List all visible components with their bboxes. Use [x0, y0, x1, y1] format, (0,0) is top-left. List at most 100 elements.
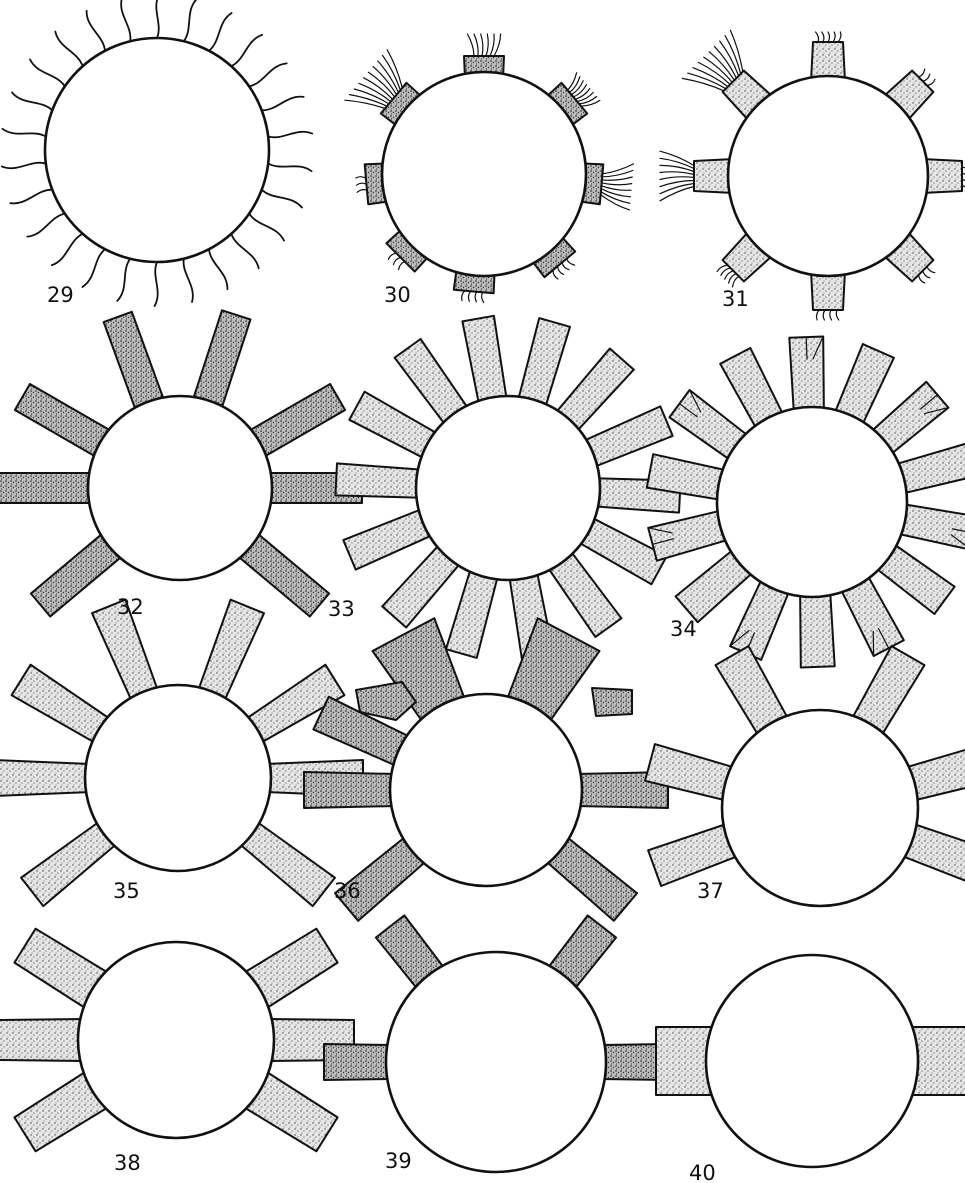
arm — [656, 1027, 712, 1095]
hair — [481, 34, 483, 56]
filament — [155, 262, 158, 306]
filament — [268, 164, 311, 172]
arm — [324, 1044, 392, 1080]
hair — [475, 292, 477, 302]
figure-label-30: 30 — [384, 283, 411, 307]
hair — [725, 36, 741, 74]
filament — [2, 129, 45, 137]
central-body — [416, 396, 600, 580]
hair — [394, 257, 401, 264]
hair — [660, 177, 694, 180]
arm — [335, 463, 422, 497]
central-body — [717, 407, 907, 597]
hair — [923, 271, 930, 278]
arm — [192, 310, 250, 411]
filament — [209, 13, 232, 51]
figure-37 — [645, 646, 965, 906]
figure-29 — [2, 0, 312, 306]
hair — [373, 67, 396, 95]
arm — [518, 318, 570, 409]
hair — [823, 310, 825, 320]
filament — [117, 259, 130, 301]
hair — [660, 187, 694, 201]
filament — [268, 132, 312, 138]
figure-label-40: 40 — [689, 1161, 716, 1183]
figure-31 — [660, 30, 965, 320]
filament — [209, 249, 227, 289]
hair — [602, 183, 632, 185]
hair — [923, 74, 930, 81]
arm — [0, 760, 91, 796]
arm — [0, 473, 94, 503]
filament — [262, 190, 302, 208]
hair — [822, 32, 824, 42]
arm-branch — [592, 688, 632, 716]
figure-label-39: 39 — [385, 1149, 412, 1173]
hair — [717, 265, 728, 271]
figure-label-35: 35 — [113, 879, 140, 903]
hair — [919, 69, 925, 77]
hair — [357, 183, 367, 185]
hair — [350, 95, 387, 107]
filament — [10, 190, 52, 204]
hair — [357, 190, 367, 193]
hair — [830, 310, 832, 320]
hair — [553, 270, 558, 279]
figure-label-34: 34 — [670, 617, 697, 641]
hair — [833, 32, 835, 42]
hair — [660, 151, 694, 165]
hair — [568, 73, 577, 90]
filament — [52, 234, 83, 265]
arm — [800, 590, 835, 667]
hair — [562, 263, 569, 270]
hair — [387, 50, 402, 88]
hair — [704, 57, 733, 82]
hair — [816, 310, 819, 320]
figure-35 — [0, 600, 363, 906]
figure-label-33: 33 — [328, 597, 355, 621]
hair — [474, 34, 478, 56]
hair — [482, 292, 484, 302]
hair — [388, 253, 396, 259]
hair — [836, 310, 839, 320]
arm — [462, 316, 507, 406]
filament — [184, 259, 193, 302]
hair — [567, 259, 575, 266]
hair — [927, 79, 935, 85]
filament — [249, 214, 284, 241]
figure-39 — [324, 915, 668, 1172]
filament — [30, 59, 65, 86]
hair — [733, 276, 739, 287]
arm — [104, 312, 165, 413]
filament — [12, 92, 52, 110]
hair — [927, 267, 935, 273]
hair — [838, 32, 841, 42]
hair — [721, 268, 731, 276]
hair — [486, 34, 488, 56]
hair — [816, 32, 819, 42]
hair — [399, 262, 405, 270]
filament — [231, 234, 258, 269]
hair — [468, 291, 470, 301]
arm — [304, 772, 396, 808]
central-body — [382, 72, 586, 276]
figure-30 — [345, 34, 634, 303]
figure-label-38: 38 — [114, 1151, 141, 1175]
filament — [121, 0, 130, 41]
central-body — [85, 685, 271, 871]
filament — [249, 63, 287, 86]
arm — [0, 1019, 84, 1061]
hair — [725, 271, 733, 279]
figure-label-31: 31 — [722, 287, 749, 311]
figure-32 — [0, 310, 362, 616]
central-body — [386, 952, 606, 1172]
figure-label-37: 37 — [697, 879, 724, 903]
filament — [184, 0, 197, 41]
filament — [156, 0, 159, 38]
hair — [729, 274, 737, 284]
branch — [806, 337, 807, 359]
filament — [262, 97, 304, 111]
central-body — [706, 955, 918, 1167]
filament — [55, 32, 82, 67]
